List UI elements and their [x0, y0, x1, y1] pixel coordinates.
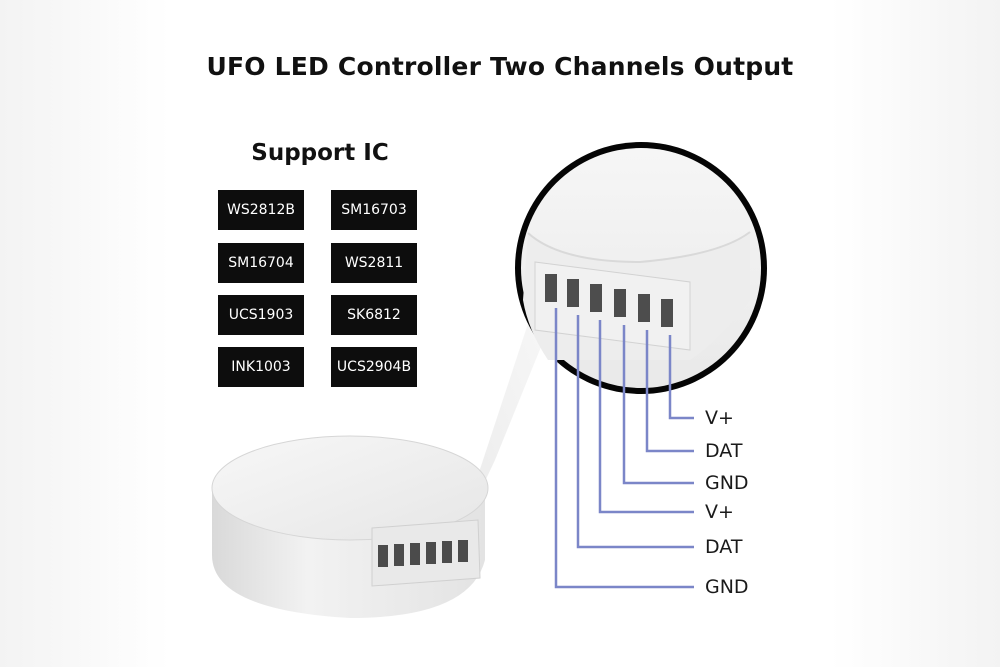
page-title: UFO LED Controller Two Channels Output: [206, 52, 794, 81]
support-ic-heading: Support IC: [251, 140, 389, 166]
ic-badge: UCS2904B: [331, 347, 417, 387]
zoomed-connector-view: [515, 142, 767, 394]
ic-badge: WS2812B: [218, 190, 304, 230]
ic-badge: SK6812: [331, 295, 417, 335]
pin-label: GND: [705, 576, 749, 598]
ic-badge: INK1003: [218, 347, 304, 387]
ic-badge: SM16703: [331, 190, 417, 230]
pin-label: DAT: [705, 536, 743, 558]
controller-device: [211, 435, 489, 618]
pin-label: V+: [705, 407, 734, 429]
pin-label: V+: [705, 501, 734, 523]
ic-badge: WS2811: [331, 243, 417, 283]
pin-wires: [554, 308, 694, 589]
pin-label: GND: [705, 472, 749, 494]
pin-label: DAT: [705, 440, 743, 462]
ic-badge: UCS1903: [218, 295, 304, 335]
ic-badge: SM16704: [218, 243, 304, 283]
